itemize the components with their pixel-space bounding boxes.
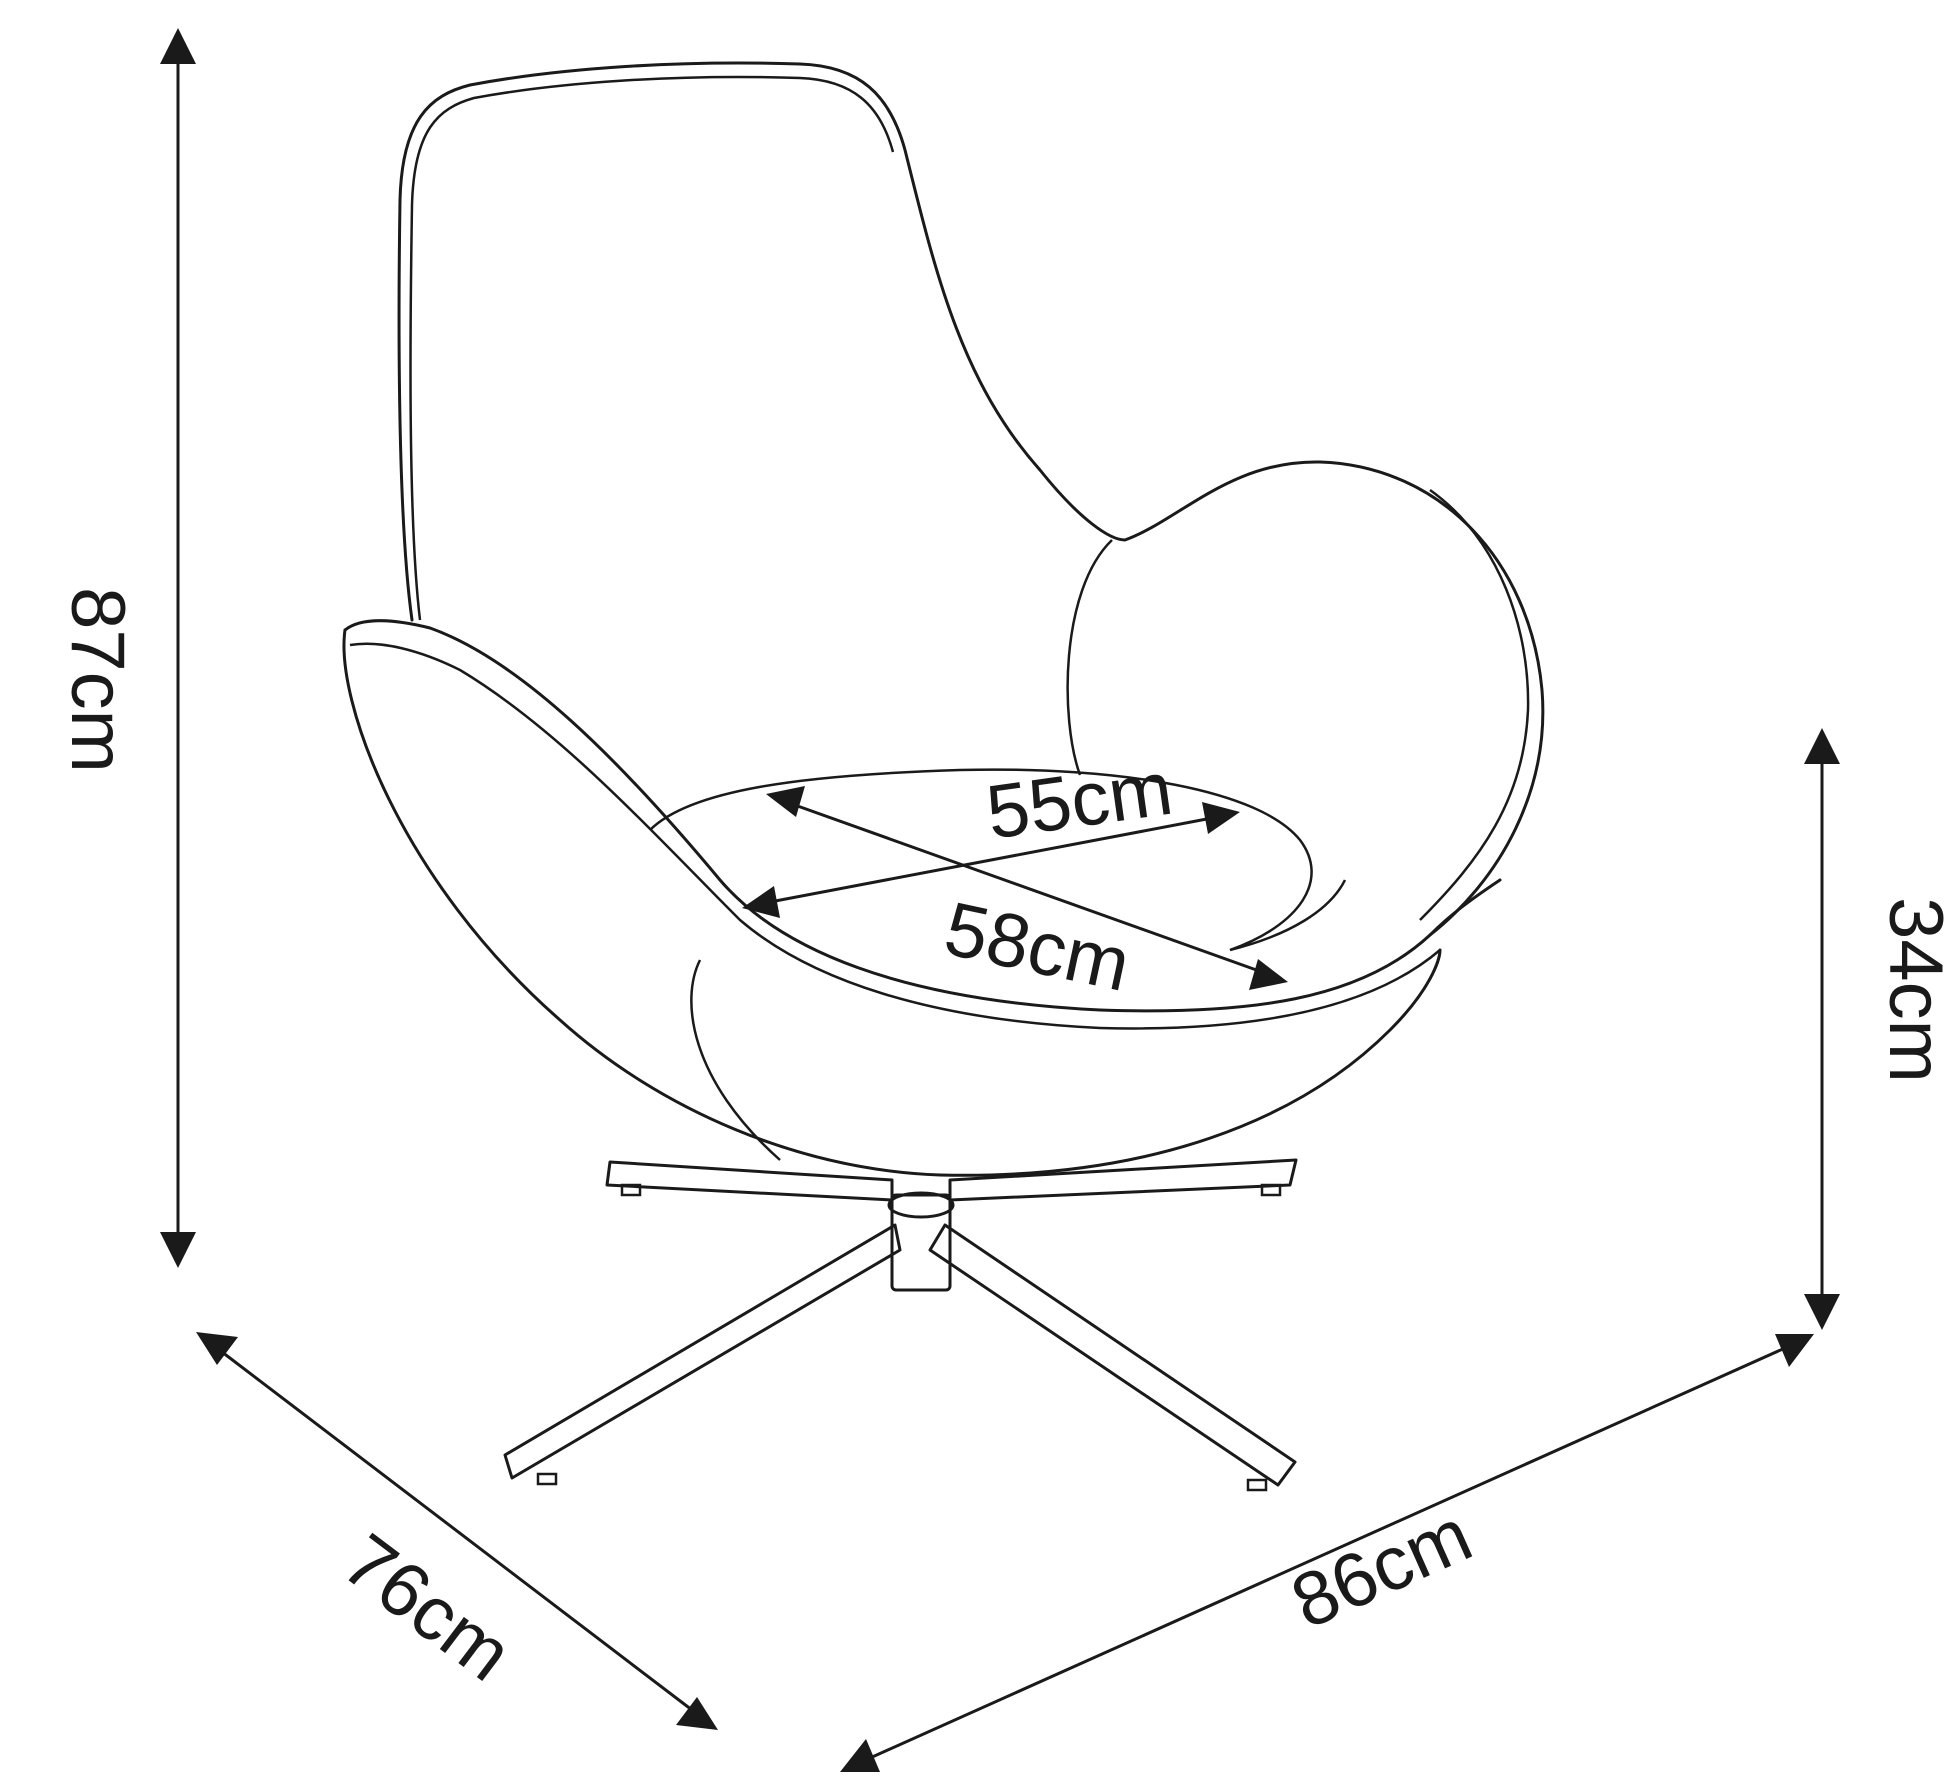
chair-shell-seam bbox=[690, 959, 781, 1161]
dimension-line bbox=[869, 1346, 1786, 1760]
dimension-depth: 76cm bbox=[196, 1332, 718, 1730]
chair-illustration bbox=[342, 61, 1545, 1492]
chair-seat-cushion bbox=[649, 768, 1313, 952]
arrow-up-icon bbox=[160, 28, 196, 64]
dimension-label-seat-width: 58cm bbox=[938, 886, 1137, 1008]
chair-arm-right-edge bbox=[1419, 488, 1530, 921]
chair-leg-front-left bbox=[503, 1223, 902, 1480]
chair-leg-back-left bbox=[605, 1160, 894, 1202]
arrow-up-icon bbox=[1804, 728, 1840, 764]
dimension-seat-height: 34cm bbox=[1804, 728, 1958, 1330]
chair-seat-cushion-edge bbox=[1229, 879, 1347, 952]
dimension-label-seat-height: 34cm bbox=[1873, 897, 1958, 1083]
dimension-label-width: 86cm bbox=[1279, 1492, 1483, 1645]
dimension-height: 87cm bbox=[55, 28, 196, 1268]
chair-foot bbox=[620, 1183, 642, 1197]
arrow-up-left-icon bbox=[766, 786, 805, 817]
dimension-line bbox=[769, 816, 1213, 904]
chair-swivel-cap bbox=[887, 1191, 955, 1219]
chair-arm-inner bbox=[1066, 539, 1113, 776]
chair-shell-rim-piping bbox=[349, 642, 1441, 1030]
dimension-line bbox=[791, 802, 1263, 974]
arrow-down-right-icon bbox=[1249, 959, 1288, 990]
arrow-left-icon bbox=[742, 886, 780, 918]
chair-shell-rim bbox=[343, 619, 1502, 1013]
arrow-down-icon bbox=[1804, 1294, 1840, 1330]
arrow-down-icon bbox=[160, 1232, 196, 1268]
arrow-down-left-icon bbox=[840, 1739, 880, 1772]
chair-shell-body bbox=[342, 628, 1442, 1177]
arrow-up-right-icon bbox=[1775, 1334, 1814, 1367]
chair-foot bbox=[1246, 1478, 1268, 1492]
chair-foot bbox=[1260, 1183, 1282, 1197]
chair-leg-back-right bbox=[948, 1158, 1298, 1202]
chair-leg-front-right bbox=[928, 1223, 1297, 1487]
chair-backrest bbox=[397, 61, 1545, 937]
dimension-label-depth: 76cm bbox=[328, 1518, 528, 1698]
chair-backrest-piping bbox=[409, 75, 895, 621]
dimension-label-height: 87cm bbox=[55, 587, 140, 773]
chair-foot bbox=[536, 1472, 558, 1486]
arrow-up-left-icon bbox=[196, 1332, 238, 1365]
arrow-down-right-icon bbox=[676, 1697, 718, 1730]
dimension-width: 86cm bbox=[840, 1334, 1814, 1772]
arrow-right-icon bbox=[1202, 802, 1240, 834]
dimension-line bbox=[221, 1350, 693, 1712]
chair-swivel-column bbox=[890, 1193, 952, 1292]
dimension-label-seat-depth: 55cm bbox=[982, 746, 1178, 856]
